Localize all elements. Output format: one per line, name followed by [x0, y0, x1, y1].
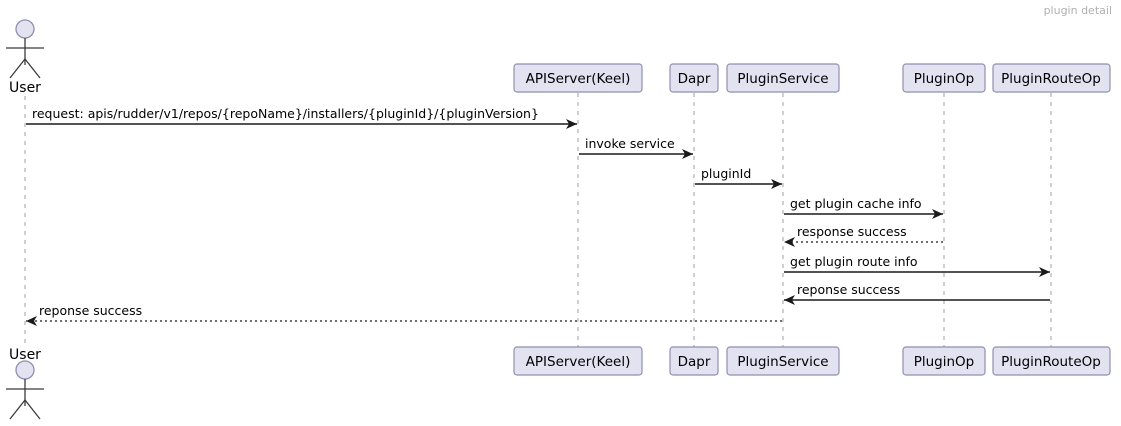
- actor-user-top[interactable]: User: [6, 19, 44, 96]
- participant-dapr-top[interactable]: Dapr: [669, 63, 719, 93]
- participant-pluginrouteop-bottom[interactable]: PluginRouteOp: [992, 346, 1111, 376]
- participant-label: PluginRouteOp: [1001, 71, 1101, 87]
- message-label: get plugin route info: [790, 254, 918, 269]
- participant-label: PluginService: [737, 71, 828, 87]
- message-7-pluginrouteop-to-pluginservice[interactable]: reponse success: [784, 282, 1050, 305]
- diagram-title: plugin detail: [1044, 4, 1112, 17]
- message-arrowhead-icon: [784, 295, 795, 305]
- participant-box[interactable]: [669, 63, 719, 93]
- message-6-pluginservice-to-pluginrouteop[interactable]: get plugin route info: [784, 254, 1050, 277]
- participant-label: PluginOp: [914, 354, 975, 370]
- message-label: response success: [797, 224, 907, 239]
- message-label: request: apis/rudder/v1/repos/{repoName}…: [32, 106, 539, 121]
- participant-box[interactable]: [726, 63, 840, 93]
- message-label: reponse success: [797, 282, 900, 297]
- message-arrowhead-icon: [771, 179, 782, 189]
- actor-leg-right: [24, 399, 41, 420]
- participant-box[interactable]: [902, 63, 986, 93]
- participant-pluginrouteop-top[interactable]: PluginRouteOp: [992, 63, 1111, 93]
- actor-leg-left: [9, 58, 26, 79]
- message-8-pluginservice-to-user[interactable]: reponse success: [26, 303, 782, 326]
- message-1-user-to-apiserver[interactable]: request: apis/rudder/v1/repos/{repoName}…: [26, 106, 577, 129]
- participant-label: APIServer(Keel): [526, 71, 631, 87]
- messages-group[interactable]: request: apis/rudder/v1/repos/{repoName}…: [26, 106, 1050, 326]
- actor-leg-left: [9, 399, 26, 420]
- actor-user-bottom[interactable]: User: [6, 347, 44, 420]
- participant-pluginservice-bottom[interactable]: PluginService: [726, 346, 840, 376]
- participant-pluginop-top[interactable]: PluginOp: [902, 63, 986, 93]
- participant-box[interactable]: [513, 346, 643, 376]
- participant-box[interactable]: [902, 346, 986, 376]
- participant-box[interactable]: [992, 346, 1111, 376]
- participant-label: PluginRouteOp: [1001, 354, 1101, 370]
- participant-pluginop-bottom[interactable]: PluginOp: [902, 346, 986, 376]
- participant-box[interactable]: [992, 63, 1111, 93]
- message-arrowhead-icon: [682, 149, 693, 159]
- message-5-pluginop-to-pluginservice[interactable]: response success: [784, 224, 943, 247]
- participant-label: PluginService: [737, 354, 828, 370]
- participant-label: Dapr: [678, 354, 711, 370]
- actor-label: User: [9, 80, 41, 96]
- participant-box[interactable]: [726, 346, 840, 376]
- participant-apiserver-bottom[interactable]: APIServer(Keel): [513, 346, 643, 376]
- participant-label: PluginOp: [914, 71, 975, 87]
- participant-box[interactable]: [669, 346, 719, 376]
- message-label: reponse success: [39, 303, 142, 318]
- participant-apiserver-top[interactable]: APIServer(Keel): [513, 63, 643, 93]
- actor-head-icon: [15, 19, 35, 39]
- actor-label: User: [9, 347, 41, 363]
- message-label: get plugin cache info: [790, 196, 922, 211]
- lifelines-group: [24, 93, 1052, 347]
- message-arrowhead-icon: [932, 209, 943, 219]
- message-arrowhead-icon: [26, 316, 37, 326]
- message-label: invoke service: [585, 136, 675, 151]
- message-2-apiserver-to-dapr[interactable]: invoke service: [579, 136, 693, 159]
- message-arrowhead-icon: [1039, 267, 1050, 277]
- message-3-dapr-to-pluginservice[interactable]: pluginId: [695, 166, 782, 189]
- actor-head-icon: [15, 360, 35, 380]
- participant-dapr-bottom[interactable]: Dapr: [669, 346, 719, 376]
- participant-box[interactable]: [513, 63, 643, 93]
- participant-label: Dapr: [678, 71, 711, 87]
- participants-top-group[interactable]: APIServer(Keel) Dapr PluginService PluginOp…: [513, 63, 1111, 93]
- message-arrowhead-icon: [566, 119, 577, 129]
- participants-bottom-group[interactable]: APIServer(Keel) Dapr PluginService PluginOp…: [513, 346, 1111, 376]
- message-label: pluginId: [701, 166, 751, 181]
- actor-leg-right: [24, 58, 41, 79]
- participant-pluginservice-top[interactable]: PluginService: [726, 63, 840, 93]
- participant-label: APIServer(Keel): [526, 354, 631, 370]
- message-4-pluginservice-to-pluginop[interactable]: get plugin cache info: [784, 196, 943, 219]
- message-arrowhead-icon: [784, 237, 795, 247]
